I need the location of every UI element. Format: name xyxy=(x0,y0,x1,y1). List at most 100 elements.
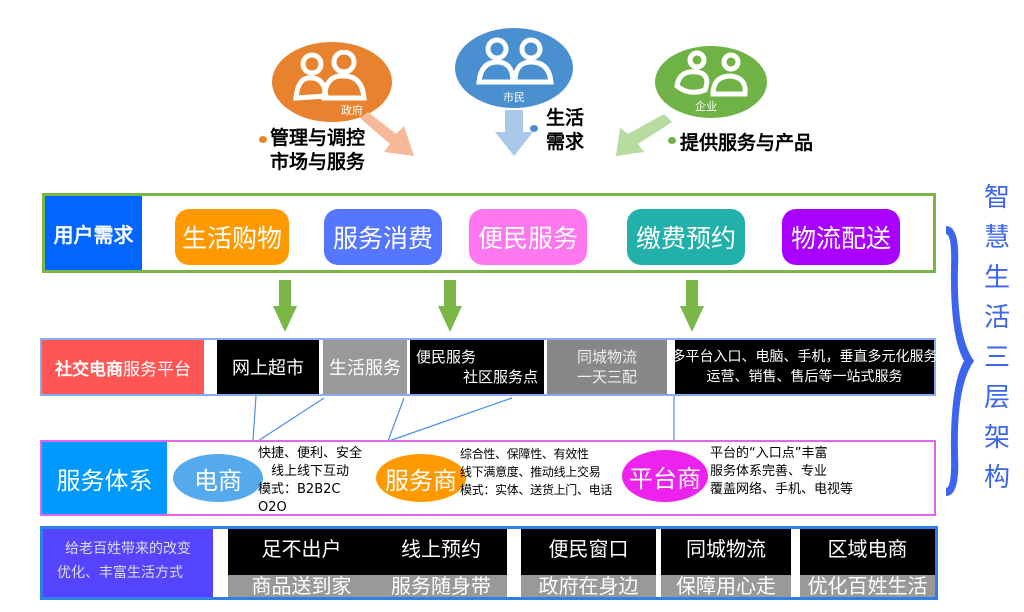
actor-note-government: 管理与调控 市场与服务 xyxy=(270,126,365,174)
note-line: 管理与调控 xyxy=(270,127,366,149)
note-line: 生活 xyxy=(546,107,585,129)
group-name: 服务商 xyxy=(385,466,457,495)
platform-row: 社交电商服务平台 网上超市 生活服务 便民服务 社区服务点 同城物流 一天三配 … xyxy=(40,338,938,396)
desc-line: 服务体系完善、专业 xyxy=(710,464,828,479)
need-pill: 生活购物 xyxy=(175,209,289,265)
service-system-row: 服务体系 电商 快捷、便利、安全 线上线下互动 模式：B2B2C O2O 服务商… xyxy=(40,440,936,516)
need-text: 服务消费 xyxy=(332,224,433,253)
brace-icon xyxy=(946,226,974,496)
group-desc: 平台的“入口点”丰富 服务体系完善、专业 覆盖网络、手机、电视等 xyxy=(710,445,853,499)
actor-citizen: 市民 xyxy=(455,28,573,108)
platform-label: 社交电商服务平台 xyxy=(42,340,204,394)
actor-note-enterprise: 提供服务与产品 xyxy=(680,131,813,155)
connector-line xyxy=(387,397,405,442)
group-desc: 综合性、保障性、有效性 线下满意度、推动线上交易 模式：实体、送货上门、电话 xyxy=(460,445,612,499)
benefit-card: 足不出户商品送到家 xyxy=(228,529,375,597)
benefit-bottom: 服务随身带 xyxy=(375,575,507,597)
desc-line: 模式：实体、送货上门、电话 xyxy=(460,483,613,497)
need-pill: 缴费预约 xyxy=(627,209,745,265)
user-needs-label: 用户需求 xyxy=(45,196,142,270)
need-text: 生活购物 xyxy=(181,224,282,253)
benefit-bottom: 优化百姓生活 xyxy=(800,575,935,597)
platform-cell-text: 多平台入口、电脑、手机，垂直多元化服务 xyxy=(671,349,938,365)
benefit-bottom: 政府在身边 xyxy=(521,575,656,597)
platform-cell-text: 生活服务 xyxy=(329,358,401,379)
group-ecommerce: 电商 xyxy=(173,454,263,502)
desc-line: 快捷、便利、安全 xyxy=(258,446,363,461)
user-needs-row: 用户需求 生活购物 服务消费 便民服务 缴费预约 物流配送 xyxy=(42,193,936,273)
benefit-top: 区域电商 xyxy=(827,537,908,561)
down-arrow-icon xyxy=(680,280,704,332)
group-name: 电商 xyxy=(194,466,242,495)
desc-line: 平台的“入口点”丰富 xyxy=(710,446,828,461)
connector-line xyxy=(257,397,325,442)
group-name: 平台商 xyxy=(629,464,701,493)
benefits-row: 给老百姓带来的改变 优化、丰富生活方式 足不出户商品送到家 线上预约服务随身带 … xyxy=(40,526,938,600)
platform-cell: 网上超市 xyxy=(217,340,319,394)
need-pill: 物流配送 xyxy=(782,209,900,265)
platform-cell-text: 便民服务 xyxy=(416,348,477,366)
benefit-bottom: 商品送到家 xyxy=(228,575,375,597)
platform-cell: 多平台入口、电脑、手机，垂直多元化服务 运营、销售、售后等一站式服务 xyxy=(672,340,938,394)
group-service-provider: 服务商 xyxy=(376,454,466,502)
platform-cell-text: 同城物流 xyxy=(576,348,637,366)
need-text: 缴费预约 xyxy=(635,224,736,253)
down-arrow-icon xyxy=(438,280,462,332)
desc-line: 线下满意度、推动线上交易 xyxy=(460,465,601,479)
need-text: 物流配送 xyxy=(790,224,891,253)
bullet-dot xyxy=(530,125,538,132)
platform-label-bold: 社交电商 xyxy=(55,359,123,380)
down-arrow-icon xyxy=(273,280,297,332)
actor-label: 政府 xyxy=(341,104,363,117)
people-icon xyxy=(293,50,367,101)
benefit-card: 同城物流保障用心走 xyxy=(661,529,791,597)
people-icon xyxy=(476,37,554,85)
people-icon xyxy=(674,50,748,97)
platform-cell-text: 社区服务点 xyxy=(462,368,538,386)
platform-cell-text: 网上超市 xyxy=(232,358,304,379)
desc-line: 覆盖网络、手机、电视等 xyxy=(710,482,854,497)
group-desc: 快捷、便利、安全 线上线下互动 模式：B2B2C O2O xyxy=(258,445,362,517)
actor-enterprise: 企业 xyxy=(655,46,767,118)
actor-label: 企业 xyxy=(695,100,717,113)
desc-line: 线上线下互动 xyxy=(270,464,349,479)
actor-note-citizen: 生活 需求 xyxy=(546,106,584,154)
bullet-dot xyxy=(259,136,267,143)
benefit-top: 足不出户 xyxy=(261,537,342,561)
note-line: 需求 xyxy=(546,131,585,153)
desc-line: 模式：B2B2C O2O xyxy=(258,482,341,515)
benefits-label-line: 优化、丰富生活方式 xyxy=(57,565,183,581)
benefits-label: 给老百姓带来的改变 优化、丰富生活方式 xyxy=(43,529,213,597)
benefit-card: 线上预约服务随身带 xyxy=(375,529,507,597)
benefit-top: 同城物流 xyxy=(686,537,766,561)
platform-cell-text: 运营、销售、售后等一站式服务 xyxy=(706,369,903,385)
benefit-card: 区域电商优化百姓生活 xyxy=(800,529,935,597)
arrow-government xyxy=(360,112,414,156)
arrow-citizen xyxy=(495,110,533,156)
benefit-top: 线上预约 xyxy=(401,537,481,561)
arrow-enterprise xyxy=(616,114,672,156)
platform-cell: 生活服务 xyxy=(323,340,407,394)
connector-line xyxy=(252,395,257,441)
bullet-dot xyxy=(668,137,676,144)
actor-label: 市民 xyxy=(503,91,525,104)
need-pill: 便民服务 xyxy=(469,209,587,265)
benefit-card: 便民窗口政府在身边 xyxy=(521,529,656,597)
benefit-bottom: 保障用心走 xyxy=(661,575,791,597)
need-text: 便民服务 xyxy=(477,224,578,253)
platform-cell-text: 一天三配 xyxy=(576,368,637,386)
platform-label-rest: 服务平台 xyxy=(123,359,191,380)
note-line: 市场与服务 xyxy=(270,151,366,173)
actor-government: 政府 xyxy=(272,42,392,122)
platform-cell: 便民服务 社区服务点 xyxy=(410,340,544,394)
need-pill: 服务消费 xyxy=(324,209,442,265)
benefit-top: 便民窗口 xyxy=(548,537,629,561)
group-platform: 平台商 xyxy=(622,450,708,502)
service-system-label: 服务体系 xyxy=(42,442,167,514)
platform-cell: 同城物流 一天三配 xyxy=(547,340,667,394)
note-line: 提供服务与产品 xyxy=(680,132,814,154)
side-title: 智慧生活三层架构 xyxy=(983,183,1010,493)
connector-line xyxy=(388,397,513,442)
benefits-label-line: 给老百姓带来的改变 xyxy=(65,541,191,557)
